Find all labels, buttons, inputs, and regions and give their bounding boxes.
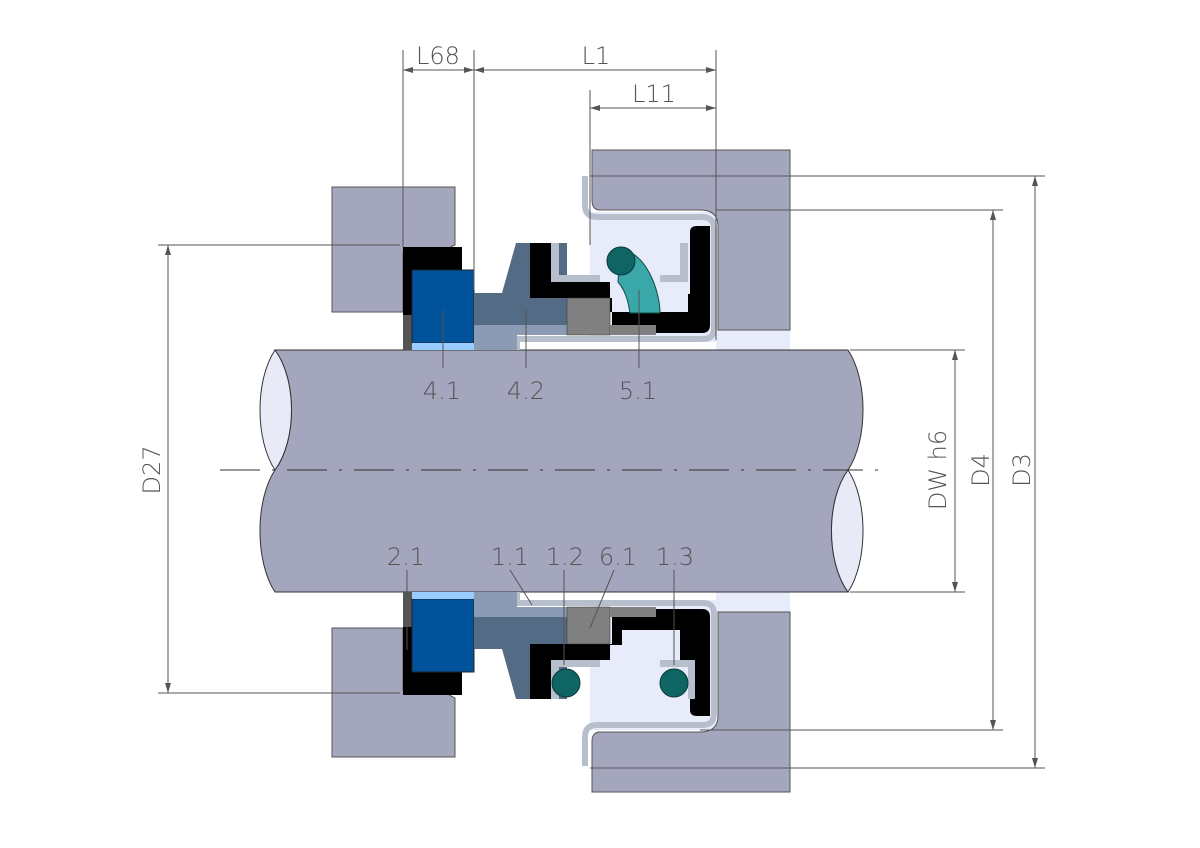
part-label-1-2: 1.2 <box>546 543 584 571</box>
part-label-1-1: 1.1 <box>491 543 529 571</box>
part-label-5-1: 5.1 <box>619 377 657 405</box>
bellows-bead <box>606 246 636 276</box>
bellows-housing-top <box>530 226 710 333</box>
part-label-4-1: 4.1 <box>423 377 461 405</box>
dim-label-dw: DW h6 <box>924 430 952 510</box>
housing-right-bottom <box>591 611 791 793</box>
cavity-gap-bottom <box>716 592 790 612</box>
housing-right-top <box>591 149 791 331</box>
part-label-6-1: 6.1 <box>599 543 637 571</box>
face-ring-top <box>566 297 611 336</box>
metal-shell-top <box>514 176 717 350</box>
part-label-1-3: 1.3 <box>656 543 694 571</box>
o-ring-1-3 <box>659 668 689 698</box>
leader-lines <box>406 290 675 665</box>
dimension-lines <box>158 50 1045 769</box>
seat-ring-bottom <box>411 598 475 673</box>
shaft-break-right <box>831 469 864 593</box>
dim-label-l1: L1 <box>582 42 611 70</box>
cavity-gap-top <box>716 330 790 350</box>
dim-label-d3: D3 <box>1008 453 1036 487</box>
face-ring-6-1 <box>566 606 611 645</box>
dim-label-l11: L11 <box>632 80 676 108</box>
seal-bottom <box>403 592 717 766</box>
metal-shell-bottom <box>514 592 717 766</box>
shaft <box>220 349 880 593</box>
o-ring-1-2 <box>551 668 581 698</box>
dim-label-d27: D27 <box>138 445 166 494</box>
housing-shell-bottom <box>530 609 710 716</box>
dim-label-d4: D4 <box>967 453 995 487</box>
part-label-2-1: 2.1 <box>387 543 425 571</box>
dim-label-l68: L68 <box>416 42 460 70</box>
part-label-4-2: 4.2 <box>507 377 545 405</box>
